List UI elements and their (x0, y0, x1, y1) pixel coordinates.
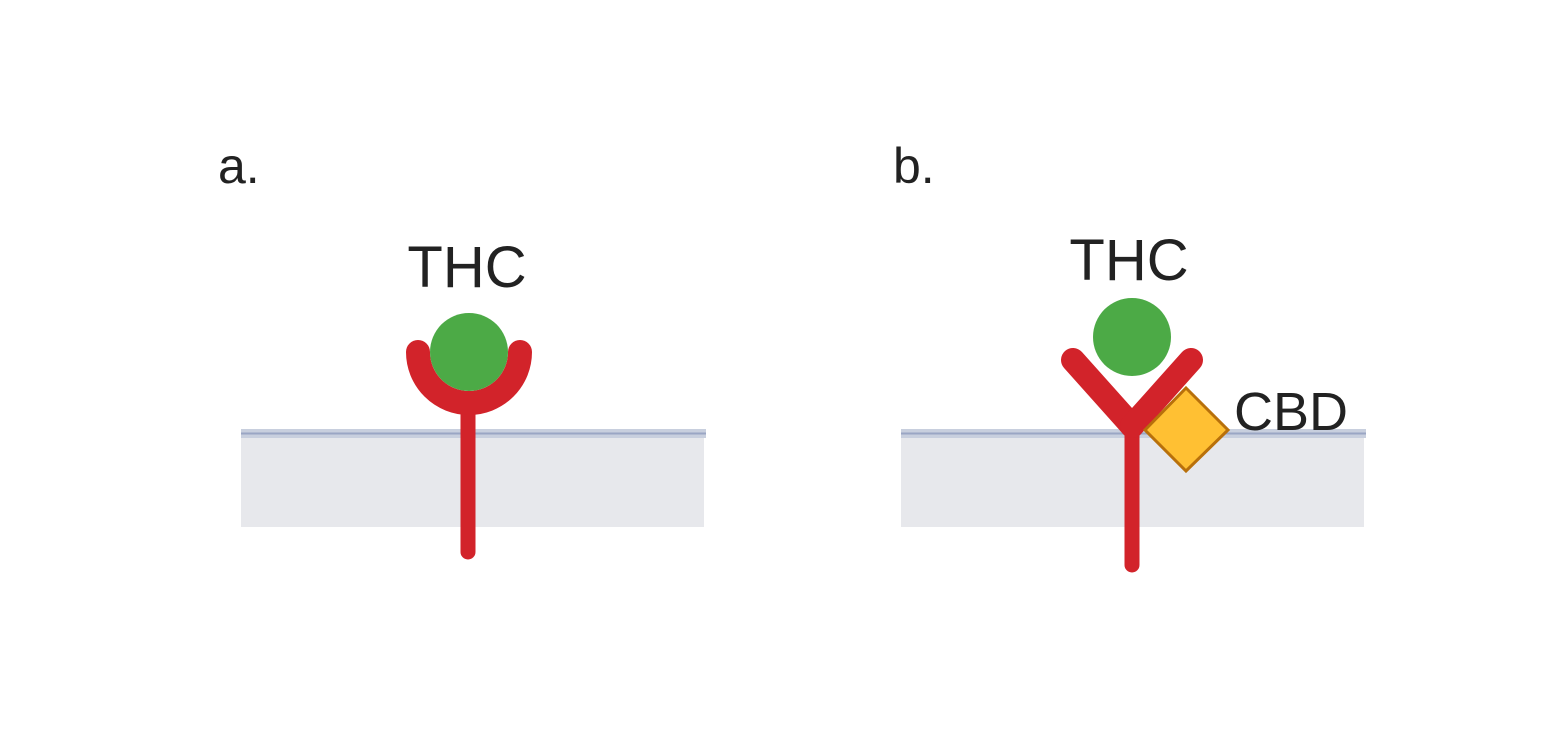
panel-a-thc-label: THC (407, 235, 526, 300)
panel-b-thc-label: THC (1069, 228, 1188, 293)
panel-b-receptor-right-arm (1120, 348, 1203, 438)
panel-a: a. THC (218, 138, 706, 560)
panel-b-receptor-left-arm (1061, 348, 1144, 438)
panel-a-label: a. (218, 138, 260, 194)
panel-b-cbd-label: CBD (1234, 382, 1348, 442)
panel-a-thc-molecule (430, 313, 508, 391)
panel-b: b. THC CBD (893, 138, 1366, 573)
panel-b-receptor (1061, 348, 1203, 573)
panel-b-label: b. (893, 138, 935, 194)
panel-b-cbd-molecule (1142, 385, 1231, 474)
panel-b-thc-molecule (1093, 298, 1171, 376)
panel-a-receptor-cup (406, 340, 532, 415)
panel-a-receptor (406, 340, 532, 560)
